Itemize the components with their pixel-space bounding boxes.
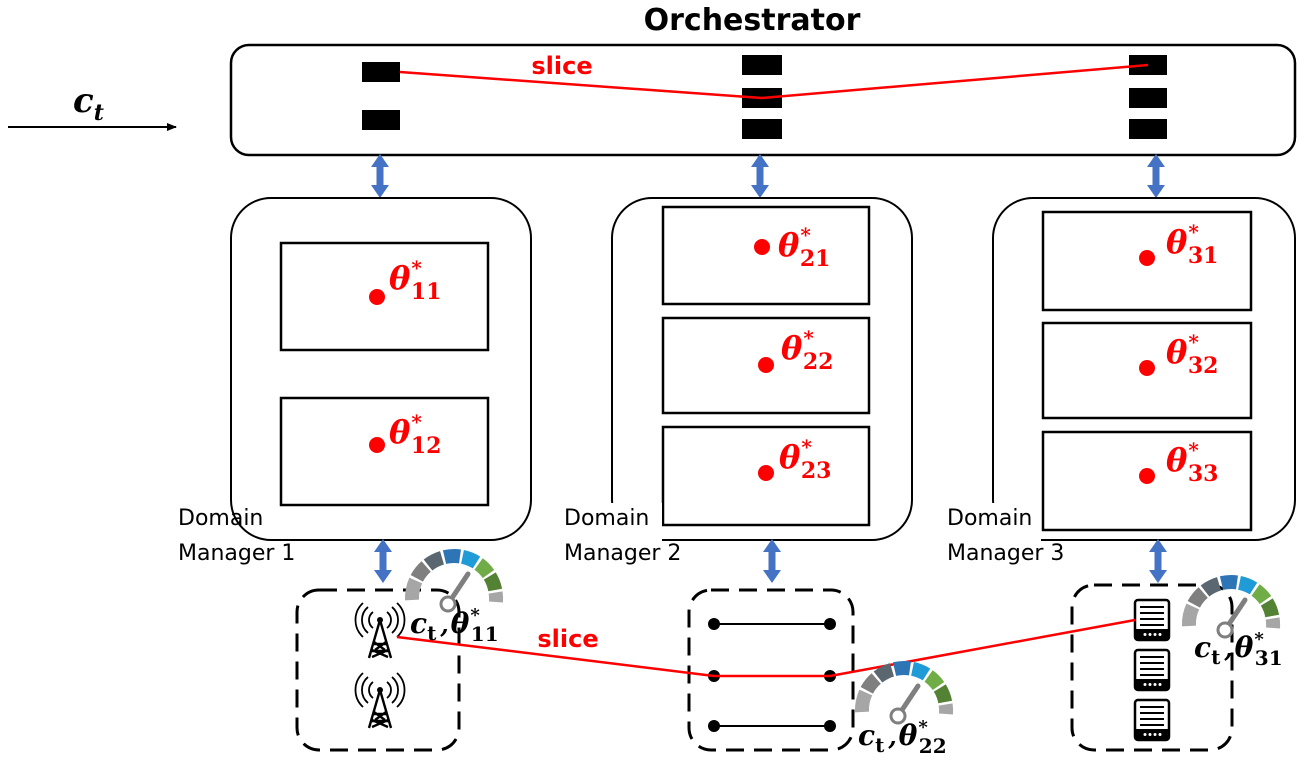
switch-link-icon (708, 618, 836, 630)
parameter-point (758, 465, 774, 481)
parameter-label: θ*32 (1166, 330, 1218, 379)
parameter-label: θ*33 (1166, 438, 1218, 487)
orchestrator-resource-block (1129, 55, 1167, 75)
antenna-tower-icon (354, 671, 406, 730)
antenna-tower-icon (354, 601, 406, 660)
transport-domain (687, 588, 855, 752)
slice-label-bottom: slice (537, 625, 598, 653)
bidirectional-arrow-icon (751, 154, 769, 198)
bidirectional-arrow-icon (371, 154, 389, 198)
parameter-point (754, 239, 770, 255)
orchestrator-resource-block (742, 55, 782, 75)
parameter-label: θ*11 (389, 256, 441, 305)
orchestrator-title: Orchestrator (644, 3, 861, 38)
infrastructure-slice-line (396, 618, 1136, 678)
parameter-box (279, 396, 490, 507)
parameter-point (1139, 250, 1155, 266)
orchestrator-resource-block (742, 119, 782, 139)
switch-link-icon (708, 720, 836, 732)
radio-domain (295, 588, 461, 752)
parameter-point (1139, 360, 1155, 376)
slice-label-top: slice (531, 52, 592, 80)
parameter-point (369, 437, 385, 453)
parameter-label: θ*22 (781, 326, 833, 375)
orchestrator-resource-block (362, 110, 400, 130)
orchestrator-resource-block (1129, 88, 1167, 108)
parameter-point (1139, 468, 1155, 484)
parameter-point (369, 289, 385, 305)
orchestrator-resource-block (1129, 119, 1167, 139)
input-label: ct (73, 81, 104, 126)
parameter-label: θ*12 (389, 410, 441, 459)
server-rack-icon (1133, 648, 1171, 692)
gauge-label: ct,θ*22 (858, 717, 947, 758)
orchestrator-slice-line (399, 63, 1149, 100)
compute-domain (1070, 583, 1234, 752)
gauge-icon (862, 668, 946, 723)
gauge-label: ct,θ*11 (410, 605, 499, 646)
parameter-label: θ*21 (778, 223, 830, 272)
bidirectional-arrow-icon (1149, 539, 1167, 583)
gauge-icon (412, 556, 496, 611)
parameter-label: θ*31 (1166, 220, 1218, 269)
server-rack-icon (1133, 698, 1171, 742)
server-rack-icon (1133, 598, 1171, 642)
bidirectional-arrow-icon (1147, 154, 1165, 198)
parameter-label: θ*23 (779, 435, 831, 484)
orchestrator-resource-block (362, 62, 400, 82)
parameter-point (758, 357, 774, 373)
bidirectional-arrow-icon (374, 539, 392, 583)
gauge-label: ct,θ*31 (1194, 629, 1283, 670)
parameter-box (661, 205, 871, 306)
bidirectional-arrow-icon (763, 539, 781, 583)
